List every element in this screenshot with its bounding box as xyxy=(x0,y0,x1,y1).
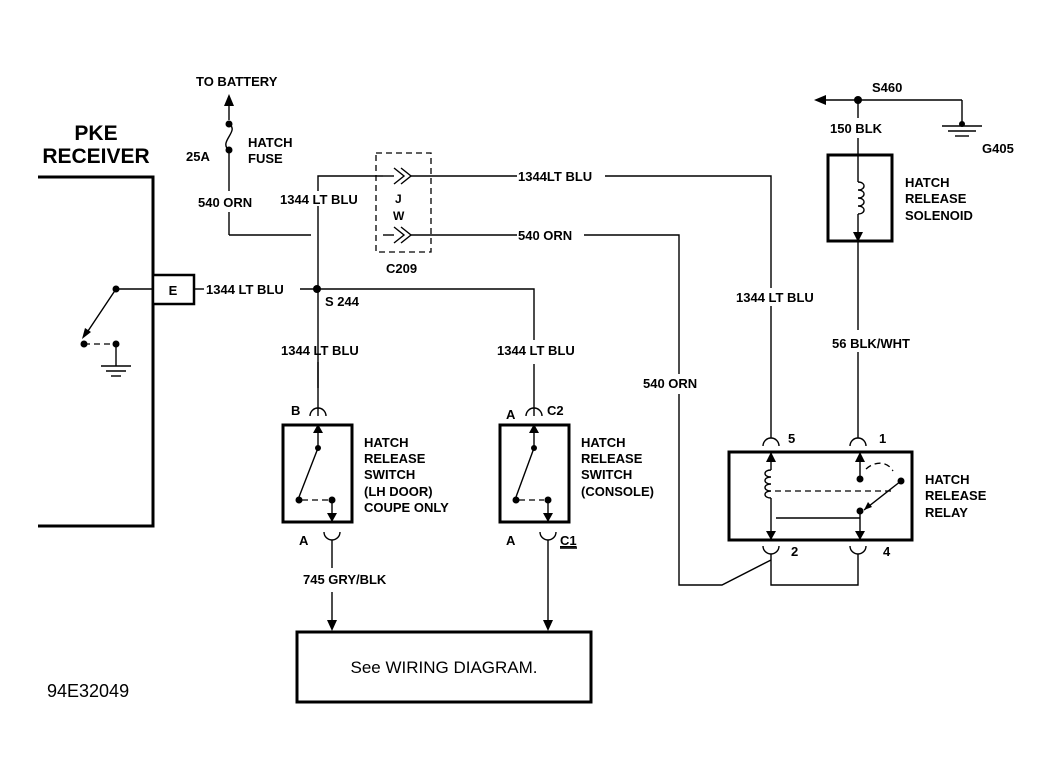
solenoid-label-line1: HATCH xyxy=(905,175,950,190)
relay-pin2-connector-icon xyxy=(762,545,780,555)
console-switch-label-line4: (CONSOLE) xyxy=(581,484,654,499)
c209-pin-j-chevron-icon xyxy=(393,167,413,185)
lh-switch-label-line2: RELEASE xyxy=(364,451,426,466)
fuse-name-line1: HATCH xyxy=(248,135,293,150)
lh-switch-label-line3: SWITCH xyxy=(364,467,415,482)
wire-1344-lt-blu-main: 1344 LT BLU xyxy=(280,175,383,388)
lh-switch-label-line4: (LH DOOR) xyxy=(364,484,433,499)
pke-ground-icon xyxy=(101,365,131,377)
console-switch-bottom-connector-icon xyxy=(539,531,557,541)
c209-pin-w: W xyxy=(393,209,405,223)
ground-g405-label: G405 xyxy=(982,141,1014,156)
lh-switch-pin-bottom: A xyxy=(299,533,309,548)
lh-switch-pin-top: B xyxy=(291,403,300,418)
wire-c209-j-to-relay: 1344LT BLU 1344 LT BLU xyxy=(411,169,814,438)
wiring-diagram-reference-text: See WIRING DIAGRAM. xyxy=(350,658,537,677)
wire-label-to-lh-switch: 1344 LT BLU xyxy=(281,343,359,358)
console-switch-pin-bottom-c: C1 xyxy=(560,533,577,548)
wire-label-to-console-switch: 1344 LT BLU xyxy=(497,343,575,358)
solenoid-label-line3: SOLENOID xyxy=(905,208,973,223)
wire-label-blu-to-relay: 1344 LT BLU xyxy=(736,290,814,305)
hatch-release-solenoid: HATCH RELEASE SOLENOID xyxy=(826,153,973,243)
c209-label: C209 xyxy=(386,261,417,276)
pke-internal-switch-icon xyxy=(80,285,153,366)
splice-s244: S 244 xyxy=(313,285,535,402)
c209-pin-j: J xyxy=(395,192,402,206)
connector-c209: J W C209 xyxy=(375,152,432,276)
wire-c209-w-to-relay: 540 ORN 540 ORN xyxy=(411,228,772,586)
relay-pin4-label: 4 xyxy=(883,544,891,559)
wire-console-switch-out xyxy=(543,540,553,631)
relay-label-line1: HATCH xyxy=(925,472,970,487)
wire-label-c209-w-out: 540 ORN xyxy=(518,228,572,243)
wire-540-orn-fuse: 540 ORN xyxy=(198,150,311,236)
hatch-release-relay: 5 1 2 4 HATCH RELEASE RELAY xyxy=(727,431,987,559)
ground-g405-icon: G405 xyxy=(942,125,1014,156)
fuse-rating: 25A xyxy=(186,149,210,164)
switch-console: A C2 A C1 HATCH RELEASE SWITCH (CONSOLE) xyxy=(498,402,654,549)
relay-label-line2: RELEASE xyxy=(925,488,987,503)
s460-arrow-icon xyxy=(814,95,826,105)
hatch-fuse: 25A HATCH FUSE xyxy=(186,120,293,166)
console-switch-label-line2: RELEASE xyxy=(581,451,643,466)
pke-terminal-e-label: E xyxy=(169,283,178,298)
fuse-name-line2: FUSE xyxy=(248,151,283,166)
wire-label-orn-to-relay: 540 ORN xyxy=(643,376,697,391)
pke-receiver-title-line1: PKE xyxy=(74,122,117,145)
wire-label-pke-to-splice: 1344 LT BLU xyxy=(206,282,284,297)
relay-pin5-label: 5 xyxy=(788,431,795,446)
wire-label-c209-j-out: 1344LT BLU xyxy=(518,169,592,184)
battery-arrow-icon xyxy=(224,94,234,106)
relay-pin5-connector-icon xyxy=(762,437,780,447)
splice-s460: S460 xyxy=(814,80,965,127)
relay-label-line3: RELAY xyxy=(925,505,968,520)
relay-pin4-connector-icon xyxy=(849,545,867,555)
c209-pin-w-chevron-icon xyxy=(393,226,413,244)
wire-label-lh-switch-out: 745 GRY/BLK xyxy=(303,572,387,587)
wire-solenoid-to-relay: 56 BLK/WHT xyxy=(832,241,910,438)
relay-pin1-label: 1 xyxy=(879,431,886,446)
wiring-diagram-reference: See WIRING DIAGRAM. xyxy=(295,630,593,704)
solenoid-label-line2: RELEASE xyxy=(905,191,967,206)
battery-feed: TO BATTERY xyxy=(196,74,278,120)
wire-pke-to-s244: 1344 LT BLU xyxy=(194,282,318,297)
console-switch-pin-bottom-a: A xyxy=(506,533,516,548)
splice-s460-label: S460 xyxy=(872,80,902,95)
console-switch-label-line1: HATCH xyxy=(581,435,626,450)
solenoid-coil-icon xyxy=(857,181,865,215)
wire-label-fuse-out: 540 ORN xyxy=(198,195,252,210)
wire-relay-pins-2-4 xyxy=(770,554,859,586)
relay-pin1-connector-icon xyxy=(849,437,867,447)
console-switch-label-line3: SWITCH xyxy=(581,467,632,482)
splice-s244-label: S 244 xyxy=(325,294,360,309)
wire-label-solenoid-feed: 150 BLK xyxy=(830,121,883,136)
pke-receiver-title-line2: RECEIVER xyxy=(42,145,149,168)
console-switch-pin-top-c: C2 xyxy=(547,403,564,418)
wire-label-lt-blu-vertical: 1344 LT BLU xyxy=(280,192,358,207)
figure-code: 94E32049 xyxy=(47,681,129,701)
relay-pin2-label: 2 xyxy=(791,544,798,559)
lh-switch-label-line5: COUPE ONLY xyxy=(364,500,449,515)
battery-label: TO BATTERY xyxy=(196,74,278,89)
relay-coil-icon xyxy=(764,469,772,499)
console-switch-pin-top-a: A xyxy=(506,407,516,422)
wire-label-solenoid-to-relay: 56 BLK/WHT xyxy=(832,336,910,351)
switch-lh-door: B A HATCH RELEASE SWITCH (LH DOOR) COUPE… xyxy=(281,403,449,548)
pke-receiver: PKE RECEIVER E xyxy=(38,122,196,528)
wire-solenoid-feed: 150 BLK xyxy=(830,100,883,155)
lh-switch-label-line1: HATCH xyxy=(364,435,409,450)
wire-lh-switch-out: 745 GRY/BLK xyxy=(303,540,387,631)
lh-switch-bottom-connector-icon xyxy=(323,531,341,541)
